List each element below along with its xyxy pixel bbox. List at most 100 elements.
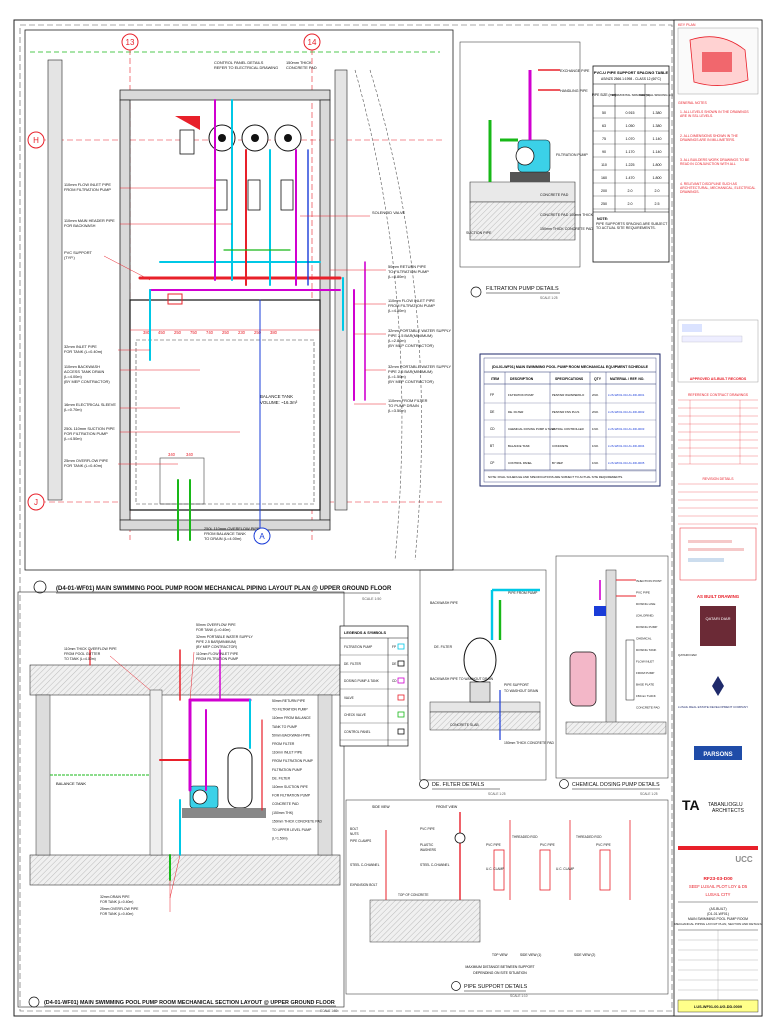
filtration-label-6: 150mm THICK CONCRETE PAD	[540, 227, 593, 231]
dim-8: 250	[254, 330, 262, 335]
plan-right-note-13: PIPE 2.5 BAR(MINIMUM)	[388, 369, 433, 374]
spacing-table-title: PVC-U PIPE SUPPORT SPACING TABLE	[594, 70, 669, 75]
plan-right-note-6: FROM FILTRATION PUMP	[388, 303, 435, 308]
plan-piping	[138, 99, 366, 541]
chem-label-5: DOSING PUMP	[636, 625, 657, 629]
as-built-label: AS BUILT DRAWING	[697, 594, 740, 599]
section-left-note-2: FROM POOL GUTTER	[64, 652, 101, 656]
lusail-caption: LUSAIL REAL ESTATE DEVELOPMENT COMPANY	[678, 705, 748, 709]
spacing-table-subtitle: AS/NZS 2566.1:1998 - CLASS 12 (60°C)	[601, 77, 661, 81]
schedule-note: NOTE: FINAL SCHEDULE AND SPECIFICATIONS …	[488, 475, 623, 479]
plan-right-note-15: (BY MEP CONTRACTOR)	[388, 379, 434, 384]
sump-pit	[159, 457, 205, 505]
filtration-slab	[469, 181, 576, 203]
section-bottom-annotations: 32mm DRAIN PIPE FOR TANK (L=0.40m) 25mm …	[100, 895, 139, 916]
balance-tank-volume: VOLUME: ~16.3m³	[260, 400, 298, 405]
schedule-cell-description: BALANCE TANK	[508, 444, 530, 448]
schedule-cell-qty: 1NO.	[592, 427, 599, 431]
spacing-cell-horizontal: 1.070	[626, 137, 635, 141]
section-right-note-13: CONCRETE PAD	[272, 802, 299, 806]
support-label-17: PVC PIPE	[596, 843, 611, 847]
spacing-cell-vertical: 2.5	[655, 202, 660, 206]
spacing-cell-vertical: 1.140	[653, 150, 662, 154]
section-mark-a	[253, 527, 271, 545]
section-title: (D4-01-WF01) MAIN SWIMMING POOL PUMP ROO…	[44, 1000, 335, 1006]
section-top-note-7: FROM FILTRATION PUMP	[196, 657, 239, 661]
pump-3-icon	[280, 179, 294, 211]
drawing-number: LUS-WF01-00-UG-DD-0009	[694, 1005, 742, 1009]
support-label-5: PLASTIC	[420, 843, 434, 847]
plan-top-note-1: CONTROL PANEL DETAILS	[214, 60, 264, 65]
defilter-label-6: TO WASHOUT DRAIN	[504, 689, 539, 693]
spacing-cell-horizontal: 1.470	[626, 176, 635, 180]
schedule-cell-specs: PENTAIR WHISPERFLO	[552, 393, 585, 397]
chem-label-10: BASE PLATE	[636, 683, 654, 687]
section-scale: SCALE 1:50	[320, 1009, 338, 1013]
chem-label-4: (CHLORINE)	[636, 614, 654, 618]
plan-left-note-15: 250L 110mm SUCTION PIPE	[64, 426, 115, 431]
chem-label-3: DOSING LINE	[636, 602, 655, 606]
defilter-label-2: BACKWASH PIPE	[430, 601, 459, 605]
general-note-text: 1. ALL LEVELS SHOWN IN THE DRAWINGS ARE …	[680, 110, 749, 119]
project-city: LUSAIL CITY	[706, 892, 731, 897]
section-right-note-10: DE. FILTER	[272, 776, 291, 780]
revision-details-label: REVISION DETAILS	[702, 477, 734, 481]
chem-scale: SCALE 1:25	[640, 792, 658, 796]
section-left-wall	[35, 694, 51, 856]
section-bottom-note-3: 25mm OVERFLOW PIPE	[100, 907, 139, 911]
support-label-15: PVC PIPE	[540, 843, 555, 847]
schedule-cell-specs: BY MEP	[552, 461, 563, 465]
section-right-note-11: 110mm SUCTION PIPE	[272, 785, 309, 789]
schedule-cell-specs: PENTAIR FNS PLUS	[552, 410, 579, 414]
schedule-cell-item: FP	[490, 393, 494, 397]
pump-1-icon	[214, 179, 228, 211]
section-right-note-4: TANK TO PUMP	[272, 725, 298, 729]
legend-symbol-icon	[397, 643, 405, 650]
dimension-strip: 380 450 250 750 740 250 230 250 380 340 …	[130, 329, 320, 457]
schedule-cell-qty: 1NO.	[592, 461, 599, 465]
plan-right-note-1: SOLENOID VALVE	[372, 210, 406, 215]
project-number: RF23-03-D00	[703, 876, 732, 882]
dim-2: 450	[158, 330, 166, 335]
schedule-header-description: DESCRIPTION	[510, 377, 534, 381]
plan-left-note-8: FOR TANK (L=0.40m)	[64, 349, 103, 354]
spacing-cell-vertical: 2.0	[655, 189, 660, 193]
support-pipe-icon	[454, 832, 466, 844]
section-leaders	[109, 651, 195, 912]
support-label-12: U.C. CLAMP	[486, 867, 504, 871]
control-panel-marker-icon	[175, 116, 200, 130]
section-right-note-16: TO UPPER LEVEL PUMP	[272, 828, 312, 832]
section-bottom-note-1: 32mm DRAIN PIPE	[100, 895, 130, 899]
plan-bottom-note-1: 250L 110mm OVERFLOW PIPE	[204, 526, 260, 531]
support-label-8: STEEL C-CHANNEL	[420, 863, 450, 867]
grid-label-h: H	[33, 136, 39, 145]
plan-left-note-13: 16mm ELECTRICAL SLEEVE	[64, 402, 116, 407]
plan-top-note-3: 150mm THICK	[286, 60, 312, 65]
chem-label-9: FROM PUMP	[636, 671, 654, 675]
schedule-cell-qty: 2NO.	[592, 410, 599, 414]
chem-label-8: FLOW INLET	[636, 660, 654, 664]
plan-left-note-4: FOR BACKWASH	[64, 223, 96, 228]
grid-bubble-13	[121, 33, 139, 51]
section-tank-wall	[149, 689, 163, 856]
plan-title: (D4-01-WF01) MAIN SWIMMING POOL PUMP ROO…	[56, 586, 392, 592]
legend-item-2: DE. FILTER	[344, 662, 362, 666]
dim-3: 250	[174, 330, 182, 335]
drawing-title-1: (AS-BUILT)	[709, 907, 726, 911]
spacing-cell-horizontal: 1.050	[626, 124, 635, 128]
spacing-note-label: NOTE:	[597, 217, 608, 221]
support-label-10: TOP OF CONCRETE	[398, 893, 429, 897]
drawing-info-grid	[678, 930, 758, 1000]
section-annotations: 110mm THICK OVERFLOW PIPE FROM POOL GUTT…	[64, 623, 253, 661]
support-label-9: EXPANSION BOLT	[350, 883, 377, 887]
section-left-note-1: 110mm THICK OVERFLOW PIPE	[64, 647, 117, 651]
schedule-cell-ref: LUS-WF01-00-UG-DD-0002	[608, 410, 645, 414]
schedule-cell-item: CD	[490, 427, 495, 431]
plan-right-note-17: TO PUMP DRAIN	[388, 403, 419, 408]
support-label-1: BOLT	[350, 827, 358, 831]
dim-1: 380	[143, 330, 151, 335]
section-right-note-7: 110mm INLET PIPE	[272, 751, 303, 755]
